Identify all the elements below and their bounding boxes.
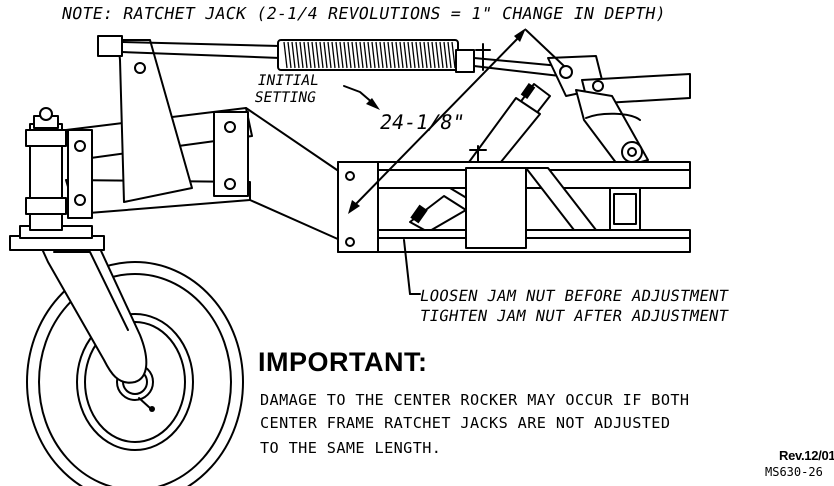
spring-coil (355, 41, 360, 69)
main-frame (337, 161, 691, 253)
frame-pivot (547, 55, 691, 169)
spring-coil (371, 41, 376, 69)
spring-coil (383, 41, 388, 69)
initial-setting-line1: INITIAL (256, 73, 321, 89)
spring-coil (443, 41, 448, 69)
spring-coil (295, 41, 300, 69)
spring-coil (331, 41, 336, 69)
spring-coil (367, 41, 372, 69)
spring-coil (387, 41, 392, 69)
spring-coil (311, 41, 316, 69)
spring-coil (319, 41, 324, 69)
dimension-arrow (348, 28, 565, 214)
spring-coil (451, 41, 456, 69)
spring-coil (323, 41, 328, 69)
loosen-jam-nut-label: LOOSEN JAM NUT BEFORE ADJUSTMENT (418, 287, 730, 305)
spring-coil (427, 41, 432, 69)
spring-coil (351, 41, 356, 69)
spring-coil (379, 41, 384, 69)
spring-coil (423, 41, 428, 69)
spring-coil (307, 41, 312, 69)
spring-coil (315, 41, 320, 69)
link-arms (65, 107, 341, 241)
leader-lines (343, 85, 421, 295)
spring-coil (303, 41, 308, 69)
spindle-post (25, 107, 67, 231)
spring-coil (287, 41, 292, 69)
spring-coil (291, 41, 296, 69)
spring-coil (415, 41, 420, 69)
spring-coil (283, 41, 288, 69)
spring-coil (411, 41, 416, 69)
spring-coil (363, 41, 368, 69)
ratchet-jack-note: NOTE: RATCHET JACK (2-1/4 REVOLUTIONS = … (60, 4, 668, 23)
spring-coil (375, 41, 380, 69)
important-line: CENTER FRAME RATCHET JACKS ARE NOT ADJUS… (260, 414, 671, 432)
spring-coil (439, 41, 444, 69)
spring-coil (339, 41, 344, 69)
initial-setting-line2: SETTING (253, 90, 318, 106)
revision-label: Rev.12/01 (779, 448, 834, 463)
spring-coil (391, 41, 396, 69)
important-heading: IMPORTANT: (258, 347, 428, 377)
spring-coil (335, 41, 340, 69)
spring-coil (395, 41, 400, 69)
drawing-code: MS630-26 (765, 465, 823, 479)
spring-coil (399, 41, 404, 69)
spring-coil (431, 41, 436, 69)
measurement-label: 24-1/8" (377, 110, 467, 134)
tighten-jam-nut-label: TIGHTEN JAM NUT AFTER ADJUSTMENT (418, 307, 730, 325)
spring-coil (327, 41, 332, 69)
spring-coil (403, 41, 408, 69)
spring-coil (447, 41, 452, 69)
spring-coil (347, 41, 352, 69)
turnbuckle-rod (97, 35, 561, 77)
spring-coil (299, 41, 304, 69)
spring-coil (343, 41, 348, 69)
spring-coil (359, 41, 364, 69)
spring-coil (407, 41, 412, 69)
initial-setting-label: INITIAL SETTING (253, 73, 320, 107)
spring-coil (435, 41, 440, 69)
important-line: TO THE SAME LENGTH. (260, 439, 442, 457)
important-line: DAMAGE TO THE CENTER ROCKER MAY OCCUR IF… (260, 391, 690, 409)
spring-coil (419, 41, 424, 69)
